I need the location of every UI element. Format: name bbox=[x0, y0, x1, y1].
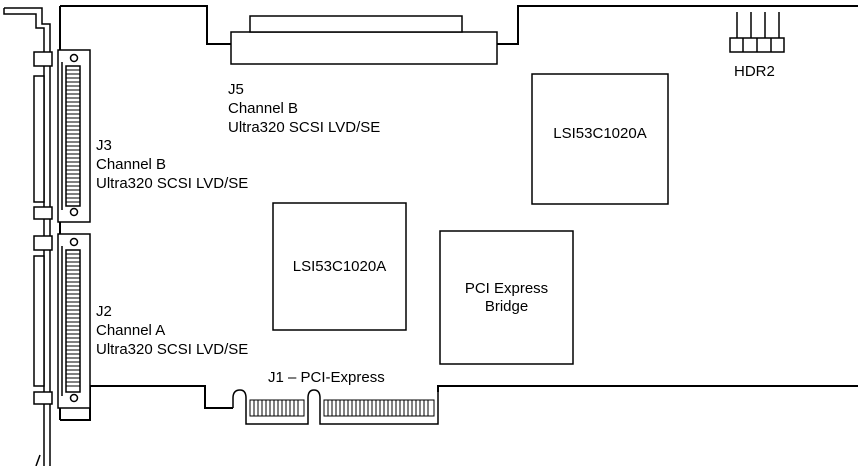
chip-controller-top-label: LSI53C1020A bbox=[532, 74, 668, 194]
chip-controller-mid-label: LSI53C1020A bbox=[273, 203, 406, 330]
j2-connector bbox=[33, 233, 91, 409]
chip-bridge bbox=[439, 230, 574, 365]
hdr2-header bbox=[729, 12, 785, 53]
hdr2-label: HDR2 bbox=[734, 63, 775, 80]
chip-controller-mid-text: LSI53C1020A bbox=[292, 257, 387, 275]
j5-channel-label: Channel B bbox=[228, 100, 299, 117]
j3-type-label: Ultra320 SCSI LVD/SE bbox=[96, 175, 249, 192]
j1-pins bbox=[249, 399, 435, 417]
j2-pins bbox=[66, 253, 80, 387]
pcb-bottom-left bbox=[60, 385, 233, 421]
j5-ref-label: J5 bbox=[228, 81, 244, 98]
j2-type-label: Ultra320 SCSI LVD/SE bbox=[96, 341, 249, 358]
j5-connector bbox=[230, 15, 498, 65]
j3-connector bbox=[33, 49, 91, 223]
chip-controller-top bbox=[531, 73, 669, 205]
j1-label: J1 – PCI-Express bbox=[268, 369, 385, 386]
j3-ref-label: J3 bbox=[96, 137, 112, 154]
j2-ref-label: J2 bbox=[96, 303, 112, 320]
j1-edge-connector bbox=[232, 389, 439, 425]
j2-channel-label: Channel A bbox=[96, 322, 166, 339]
j5-type-label: Ultra320 SCSI LVD/SE bbox=[228, 119, 381, 136]
chip-bridge-line1: PCI Express bbox=[464, 279, 549, 297]
j3-pins bbox=[66, 69, 80, 203]
chip-controller-top-text: LSI53C1020A bbox=[553, 125, 647, 142]
chip-bridge-line2: Bridge bbox=[484, 297, 529, 315]
j3-channel-label: Channel B bbox=[96, 156, 167, 173]
chip-bridge-label: PCI Express Bridge bbox=[440, 231, 573, 364]
chip-controller-mid bbox=[272, 202, 407, 331]
